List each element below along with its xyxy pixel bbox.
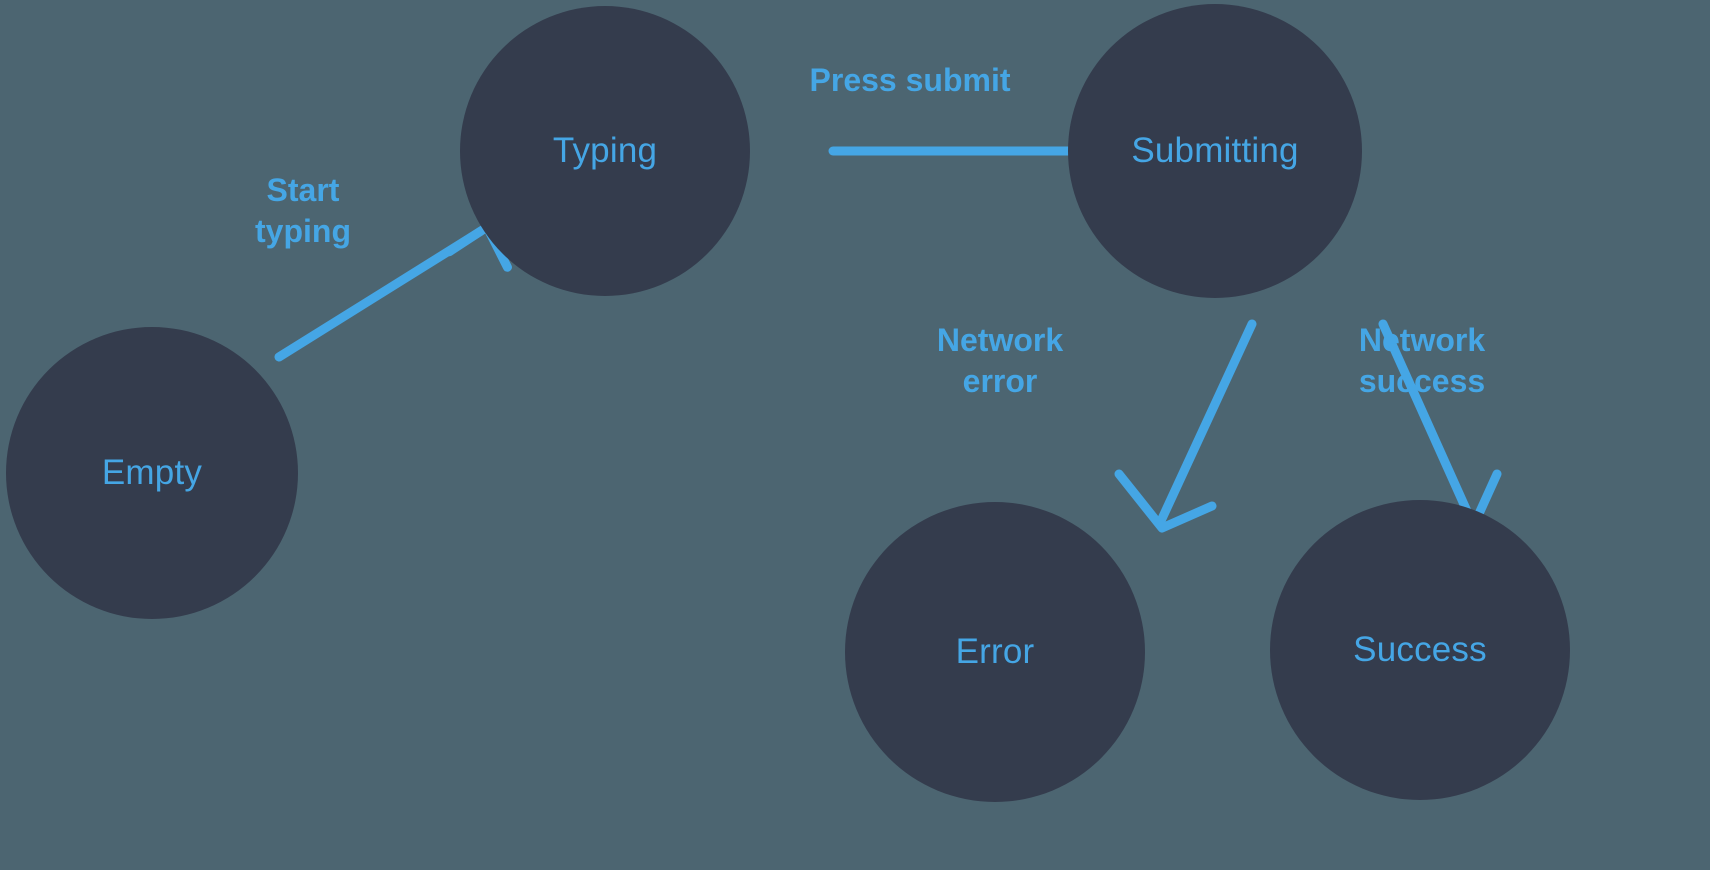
state-node-submitting[interactable]: Submitting <box>1068 4 1362 298</box>
arrowhead-submitting-to-error <box>1114 469 1217 533</box>
state-node-error-label: Error <box>955 631 1035 671</box>
state-node-empty[interactable]: Empty <box>6 327 298 619</box>
state-node-submitting-label: Submitting <box>1131 130 1299 170</box>
edge-label-network-success: Network success <box>1358 322 1486 399</box>
edge-label-start-typing: Start typing <box>255 172 351 249</box>
edge-label-network-error: Network error <box>936 322 1064 399</box>
state-node-empty-label: Empty <box>101 452 203 492</box>
edge-submitting-to-error <box>1114 319 1257 533</box>
state-node-success-label: Success <box>1353 629 1487 669</box>
state-node-typing-label: Typing <box>552 130 658 170</box>
state-node-typing[interactable]: Typing <box>460 6 750 296</box>
edge-label-press-submit: Press submit <box>809 62 1011 98</box>
state-node-error[interactable]: Error <box>845 502 1145 802</box>
state-node-success[interactable]: Success <box>1270 500 1570 800</box>
